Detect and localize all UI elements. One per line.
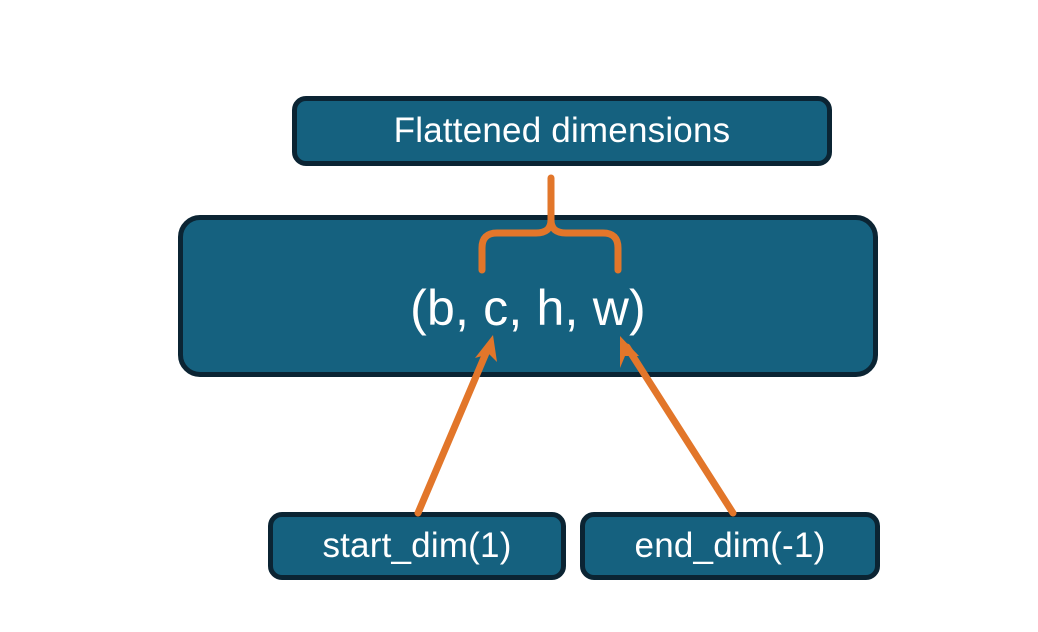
- flattened-dimensions-label: Flattened dimensions: [393, 111, 731, 150]
- tensor-shape-label: (b, c, h, w): [410, 280, 646, 336]
- start-dim-box[interactable]: start_dim(1): [268, 512, 566, 580]
- tensor-shape-box[interactable]: (b, c, h, w): [178, 215, 878, 377]
- end-dim-label: end_dim(-1): [634, 526, 826, 565]
- start-dim-label: start_dim(1): [322, 526, 512, 565]
- end-dim-box[interactable]: end_dim(-1): [580, 512, 880, 580]
- flattened-dimensions-box[interactable]: Flattened dimensions: [292, 96, 832, 166]
